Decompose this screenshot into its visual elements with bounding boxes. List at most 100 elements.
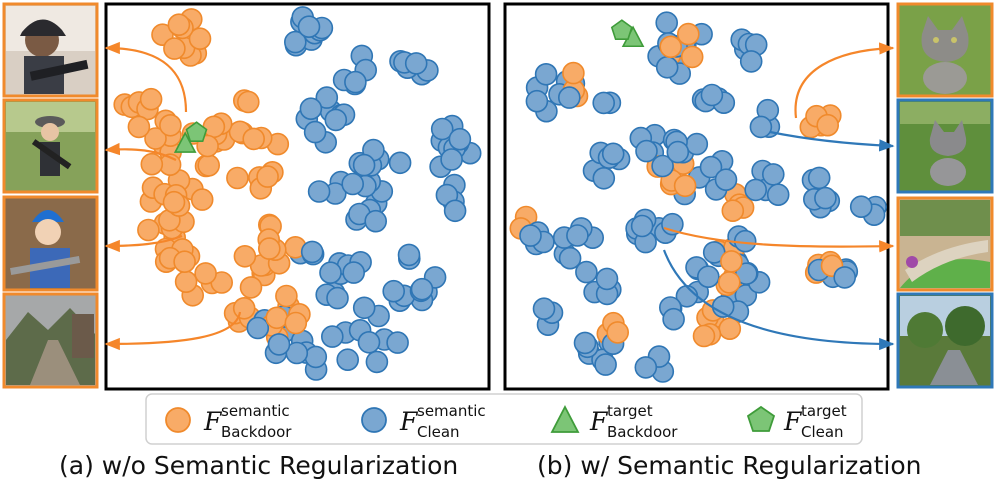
thumbnail-cat-walking-grass — [896, 98, 994, 194]
arrow-b-2 — [769, 130, 895, 152]
thumbnail-child-with-gun-dark-hat — [2, 2, 99, 98]
backdoor-point — [137, 218, 160, 242]
clean-point — [246, 316, 270, 340]
clean-point — [601, 142, 625, 166]
arrow-a-1 — [104, 41, 188, 113]
clean-point — [749, 115, 773, 139]
legend-marker-green-triangle — [550, 405, 580, 433]
arrow-a-4 — [104, 311, 242, 351]
legend-sup: target — [607, 402, 653, 420]
legend-marker-orange-circle — [165, 407, 191, 433]
backdoor-point — [256, 165, 279, 188]
clean-point — [300, 240, 324, 264]
arrow-b-1 — [794, 42, 895, 119]
backdoor-point — [174, 270, 198, 294]
clean-point — [592, 91, 616, 115]
clean-point — [635, 139, 658, 163]
clean-point — [307, 180, 331, 203]
clean-point — [766, 183, 790, 206]
backdoor-point — [163, 37, 186, 60]
clean-point — [807, 166, 831, 190]
legend-sup: target — [801, 402, 847, 420]
clean-point — [761, 163, 785, 186]
target-clean-marker — [185, 121, 208, 142]
backdoor-point — [720, 250, 743, 273]
clean-point — [595, 267, 619, 291]
legend-sup: semantic — [221, 402, 290, 420]
panel-a-scatter — [113, 6, 482, 381]
clean-point — [303, 120, 327, 144]
arrow-a-3 — [104, 234, 183, 253]
backdoor-point — [718, 317, 742, 341]
caption-a: (a) w/o Semantic Regularization — [59, 451, 458, 480]
clean-point — [304, 345, 328, 369]
clean-point — [342, 261, 366, 284]
clean-point — [534, 63, 558, 86]
legend-marker-blue-circle — [361, 407, 387, 433]
clean-point — [326, 286, 349, 310]
legend-main: F — [399, 407, 419, 436]
clean-point — [651, 154, 674, 178]
legend-marker-green-pentagon — [746, 405, 776, 432]
clean-point — [430, 117, 454, 141]
clean-point — [410, 277, 434, 301]
backdoor-point — [676, 22, 700, 46]
backdoor-point — [265, 306, 289, 330]
legend-sub: Clean — [801, 423, 844, 441]
backdoor-point — [257, 237, 281, 260]
legend-item-clean-semantic: F semantic Clean — [361, 402, 486, 441]
backdoor-point — [127, 115, 151, 139]
clean-point — [685, 132, 709, 156]
clean-point — [699, 155, 723, 179]
legend-sup: semantic — [417, 402, 486, 420]
backdoor-point — [606, 321, 630, 344]
clean-point — [386, 331, 409, 354]
clean-point — [662, 307, 685, 331]
backdoor-point — [162, 190, 186, 214]
backdoor-point — [140, 152, 164, 176]
clean-point — [336, 348, 360, 372]
clean-point — [352, 296, 376, 320]
backdoor-point — [284, 311, 308, 335]
thumbnail-garden-path — [896, 292, 994, 389]
caption-b: (b) w/ Semantic Regularization — [537, 451, 922, 480]
panel-b-frame — [503, 2, 890, 391]
clean-point — [525, 89, 549, 113]
backdoor-point — [237, 90, 260, 114]
backdoor-point — [673, 174, 697, 198]
clean-point — [324, 108, 348, 132]
clean-point — [382, 279, 406, 303]
legend-item-clean-target: F target Clean — [746, 402, 847, 441]
legend-sub: Backdoor — [221, 423, 292, 441]
backdoor-point — [233, 244, 257, 268]
clean-point — [440, 148, 463, 171]
clean-point — [714, 168, 738, 191]
backdoor-point — [680, 45, 704, 69]
backdoor-point — [721, 199, 745, 222]
backdoor-point — [562, 61, 585, 85]
clean-point — [297, 15, 321, 39]
backdoor-point — [194, 262, 217, 285]
clean-point — [397, 243, 421, 267]
backdoor-point — [167, 13, 191, 37]
backdoor-point — [659, 35, 683, 59]
clean-point — [404, 52, 428, 75]
clean-point — [630, 214, 654, 238]
clean-point — [267, 333, 291, 356]
target-clean-marker — [610, 19, 633, 40]
backdoor-point — [226, 166, 249, 190]
left-thumbnails — [2, 2, 99, 389]
backdoor-point — [159, 114, 182, 137]
legend-box — [145, 393, 863, 445]
clean-point — [352, 153, 376, 177]
clean-point — [320, 325, 344, 348]
panel-a-arrows — [104, 41, 242, 351]
arrow-b-3 — [663, 226, 895, 253]
clean-point — [849, 195, 873, 218]
clean-point — [634, 356, 658, 379]
right-thumbnails — [896, 2, 994, 389]
clean-point — [594, 353, 617, 376]
backdoor-point — [202, 115, 226, 139]
clean-point — [341, 172, 365, 196]
target-backdoor-marker — [173, 131, 197, 153]
